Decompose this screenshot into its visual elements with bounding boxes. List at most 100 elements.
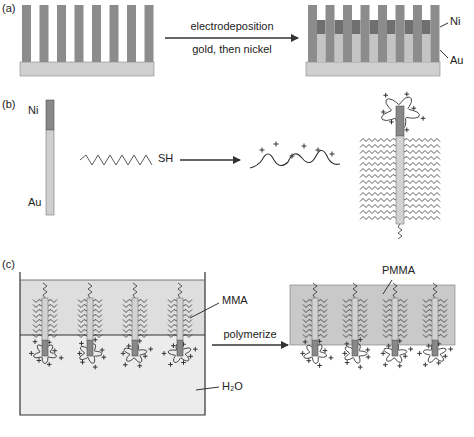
nickel-deposit	[335, 20, 344, 34]
charge-sign	[405, 128, 410, 133]
alkyl-chain	[318, 320, 327, 323]
alkyl-chain	[123, 335, 132, 338]
alkyl-chain	[358, 315, 367, 318]
alkyl-chain	[343, 320, 352, 323]
charge-sign	[79, 341, 84, 346]
alkyl-chain	[383, 320, 392, 323]
charge-sign	[290, 154, 295, 159]
alkyl-chain	[123, 310, 132, 313]
alkyl-chain	[33, 320, 42, 323]
template-wall	[57, 5, 66, 62]
alkyl-chain	[33, 305, 42, 308]
alkyl-chain	[48, 310, 57, 313]
charge-sign	[397, 364, 402, 369]
alkyl-chain	[360, 151, 396, 154]
alkyl-chain	[383, 330, 392, 333]
charge-sign	[345, 342, 350, 347]
template-wall	[431, 5, 440, 62]
alkyl-chain	[383, 325, 392, 328]
alkyl-chain	[438, 305, 447, 308]
alkyl-chain	[123, 300, 132, 303]
alkyl-chain	[398, 320, 407, 323]
alkyl-chain	[318, 330, 327, 333]
nickel-segment	[432, 340, 438, 356]
alkyl-chain	[343, 325, 352, 328]
charged-polymer	[250, 150, 340, 168]
charge-sign	[389, 120, 394, 125]
alkyl-chain	[33, 330, 42, 333]
alkyl-chain	[404, 151, 440, 154]
charge-sign	[188, 354, 193, 359]
alkyl-chain	[178, 283, 182, 298]
template-wall	[396, 5, 405, 62]
label: SH	[158, 152, 173, 165]
electrode-base	[306, 62, 440, 76]
template-wall	[378, 5, 387, 62]
alkyl-chain	[383, 305, 392, 308]
alkyl-chain	[88, 283, 92, 298]
alkyl-chain	[48, 305, 57, 308]
alkyl-chain	[438, 300, 447, 303]
alkyl-chain	[78, 330, 87, 333]
charge-sign	[317, 363, 322, 368]
alkyl-chain	[393, 283, 397, 298]
alkyl-chain	[423, 330, 432, 333]
charge-sign	[386, 344, 391, 349]
alkyl-chain	[93, 320, 102, 323]
template-wall	[75, 5, 84, 62]
charge-sign	[123, 362, 128, 367]
alkyl-chain	[358, 335, 367, 338]
alkyl-chain	[138, 330, 147, 333]
alkyl-chain	[404, 187, 440, 190]
alkyl-chain	[438, 330, 447, 333]
gold-segment	[132, 298, 138, 340]
charge-sign	[47, 362, 52, 367]
alkyl-chain	[138, 315, 147, 318]
alkyl-chain	[360, 163, 396, 166]
gold-deposit	[317, 34, 326, 62]
process-arrow	[180, 159, 240, 160]
leader-line	[440, 23, 448, 27]
alkyl-chain	[78, 320, 87, 323]
alkyl-chain	[168, 335, 177, 338]
alkyl-chain	[138, 305, 147, 308]
charge-sign	[121, 351, 126, 356]
gold-segment	[352, 298, 358, 340]
leader-line	[440, 50, 448, 58]
alkyl-chain	[168, 325, 177, 328]
alkyl-chain	[78, 315, 87, 318]
label: MMA	[222, 294, 248, 307]
nickel-segment	[132, 340, 138, 356]
nickel-segment	[42, 340, 48, 356]
alkyl-chain	[438, 310, 447, 313]
template-wall	[326, 5, 335, 62]
alkyl-chain	[138, 310, 147, 313]
alkyl-chain	[183, 320, 192, 323]
alkyl-chain	[93, 300, 102, 303]
charge-sign	[381, 110, 386, 115]
charge-sign	[436, 361, 441, 366]
gold-segment	[432, 298, 438, 340]
nickel-deposit	[387, 20, 396, 34]
charge-sign	[443, 354, 448, 359]
label: polymerize	[223, 328, 276, 341]
alkyl-chain	[303, 325, 312, 328]
alkyl-chain	[123, 305, 132, 308]
alkyl-chain	[183, 300, 192, 303]
template-wall	[308, 5, 317, 62]
alkyl-chain	[123, 325, 132, 328]
alkyl-chain	[423, 300, 432, 303]
charge-sign	[330, 152, 335, 157]
alkyl-chain	[358, 310, 367, 313]
nickel-deposit	[370, 20, 379, 34]
alkyl-chain	[360, 211, 396, 214]
process-arrow	[212, 344, 288, 345]
alkyl-chain	[48, 300, 57, 303]
alkyl-chain	[138, 300, 147, 303]
alkyl-chain	[303, 310, 312, 313]
charge-sign	[100, 348, 105, 353]
alkyl-chain	[383, 310, 392, 313]
gold-deposit	[352, 34, 361, 62]
alkyl-chain	[343, 305, 352, 308]
alkyl-chain	[404, 157, 440, 160]
